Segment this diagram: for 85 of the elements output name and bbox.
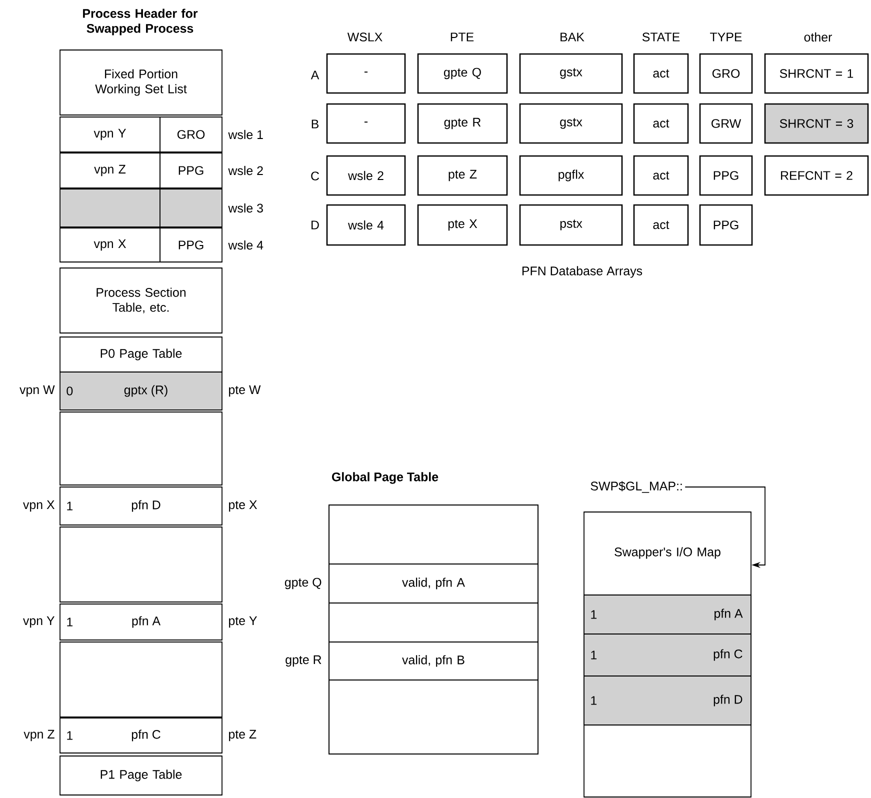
node-label: 1 bbox=[67, 618, 73, 626]
row-label: vpn W bbox=[20, 385, 55, 397]
row-label: wsle 4 bbox=[228, 240, 264, 250]
memory-row: 1 pfn A bbox=[60, 604, 222, 640]
array-cell: - bbox=[326, 53, 406, 94]
array-cell: gpte Q bbox=[417, 53, 508, 94]
array-cell: pte Z bbox=[417, 155, 508, 196]
memory-row: 1 pfn D bbox=[60, 486, 222, 526]
row-label: pte W bbox=[229, 385, 261, 397]
array-cell: gstx bbox=[519, 103, 623, 144]
table-row bbox=[328, 504, 538, 564]
memory-row bbox=[60, 412, 222, 486]
array-cell: REFCNT = 2 bbox=[764, 155, 869, 196]
table-cell: vpn Z bbox=[60, 152, 160, 188]
array-cell: act bbox=[633, 103, 689, 144]
row-label: wsle 3 bbox=[228, 203, 263, 213]
array-cell: PPG bbox=[699, 204, 753, 246]
array-cell: SHRCNT = 1 bbox=[764, 53, 869, 94]
array-cell: wsle 4 bbox=[326, 204, 406, 246]
array-cell: act bbox=[633, 53, 689, 94]
table-row: valid, pfn A bbox=[328, 564, 538, 604]
node-label: 1 bbox=[67, 502, 73, 510]
node-label: 1 bbox=[67, 731, 73, 740]
table-cell: GRO bbox=[160, 116, 222, 152]
column-header: other bbox=[804, 32, 832, 42]
table-cell bbox=[60, 188, 160, 228]
memory-row: Fixed Portion Working Set List bbox=[60, 50, 222, 116]
table-row: valid, pfn B bbox=[328, 642, 538, 680]
row-letter: A bbox=[310, 70, 320, 80]
row-label: pte Z bbox=[229, 730, 256, 742]
memory-row bbox=[60, 526, 222, 602]
table-cell: PPG bbox=[160, 228, 222, 262]
row-letter: D bbox=[312, 220, 319, 230]
node-label: pfn C bbox=[132, 730, 160, 742]
array-cell: GRW bbox=[699, 103, 753, 144]
node-label: pfn A bbox=[132, 616, 161, 628]
table-cell: vpn Y bbox=[60, 116, 160, 152]
array-cell: gstx bbox=[519, 53, 623, 94]
row-label: vpn X bbox=[23, 500, 55, 512]
column-header: BAK bbox=[560, 32, 584, 42]
column-header: PTE bbox=[450, 32, 474, 42]
table-row bbox=[328, 602, 538, 642]
memory-row: Process Section Table, etc. bbox=[60, 268, 222, 334]
array-cell: SHRCNT = 3 bbox=[764, 103, 869, 144]
map-row: 1 pfn A bbox=[584, 594, 752, 634]
memory-row: 0 gptx (R) bbox=[60, 372, 222, 410]
map-row: 1 pfn C bbox=[584, 634, 752, 676]
array-cell: act bbox=[633, 204, 689, 246]
array-cell: wsle 2 bbox=[326, 155, 406, 196]
row-letter: B bbox=[312, 120, 318, 128]
caption: PFN Database Arrays bbox=[522, 266, 642, 278]
array-cell: GRO bbox=[699, 53, 753, 94]
column-header: TYPE bbox=[710, 32, 742, 42]
column-header: STATE bbox=[642, 32, 680, 42]
table-cell: PPG bbox=[160, 152, 222, 188]
row-label: gpte R bbox=[286, 655, 322, 667]
map-row: 1 pfn D bbox=[584, 676, 752, 726]
row-label: wsle 2 bbox=[228, 166, 263, 176]
row-label: gpte Q bbox=[284, 578, 322, 590]
array-cell: act bbox=[633, 155, 689, 196]
row-label: vpn Y bbox=[23, 616, 55, 628]
node-label: 0 bbox=[66, 386, 73, 396]
table-title: Global Page Table bbox=[332, 472, 438, 484]
row-label: vpn Z bbox=[24, 730, 54, 742]
node-label: gptx (R) bbox=[124, 385, 168, 397]
array-cell: - bbox=[326, 103, 406, 144]
row-label: pte X bbox=[229, 500, 258, 512]
memory-row: P1 Page Table bbox=[60, 756, 222, 796]
row-label: pte Y bbox=[229, 616, 257, 628]
row-letter: C bbox=[311, 172, 320, 180]
memory-row bbox=[60, 642, 222, 718]
array-cell: gpte R bbox=[417, 103, 508, 144]
symbol-label: SWP$GL_MAP:: bbox=[590, 481, 682, 493]
array-cell: PPG bbox=[699, 155, 753, 196]
table-row bbox=[328, 680, 538, 754]
array-cell: pgflx bbox=[519, 155, 623, 196]
node-label: pfn D bbox=[132, 500, 160, 512]
memory-row: 1 pfn C bbox=[60, 718, 222, 754]
arrow bbox=[684, 486, 766, 568]
heading: Process Header for Swapped Process bbox=[83, 8, 198, 36]
array-cell: pstx bbox=[519, 204, 623, 246]
column-header: WSLX bbox=[347, 32, 382, 42]
row-label: wsle 1 bbox=[228, 130, 263, 140]
array-cell: pte X bbox=[417, 204, 508, 246]
table-cell: vpn X bbox=[60, 228, 160, 262]
